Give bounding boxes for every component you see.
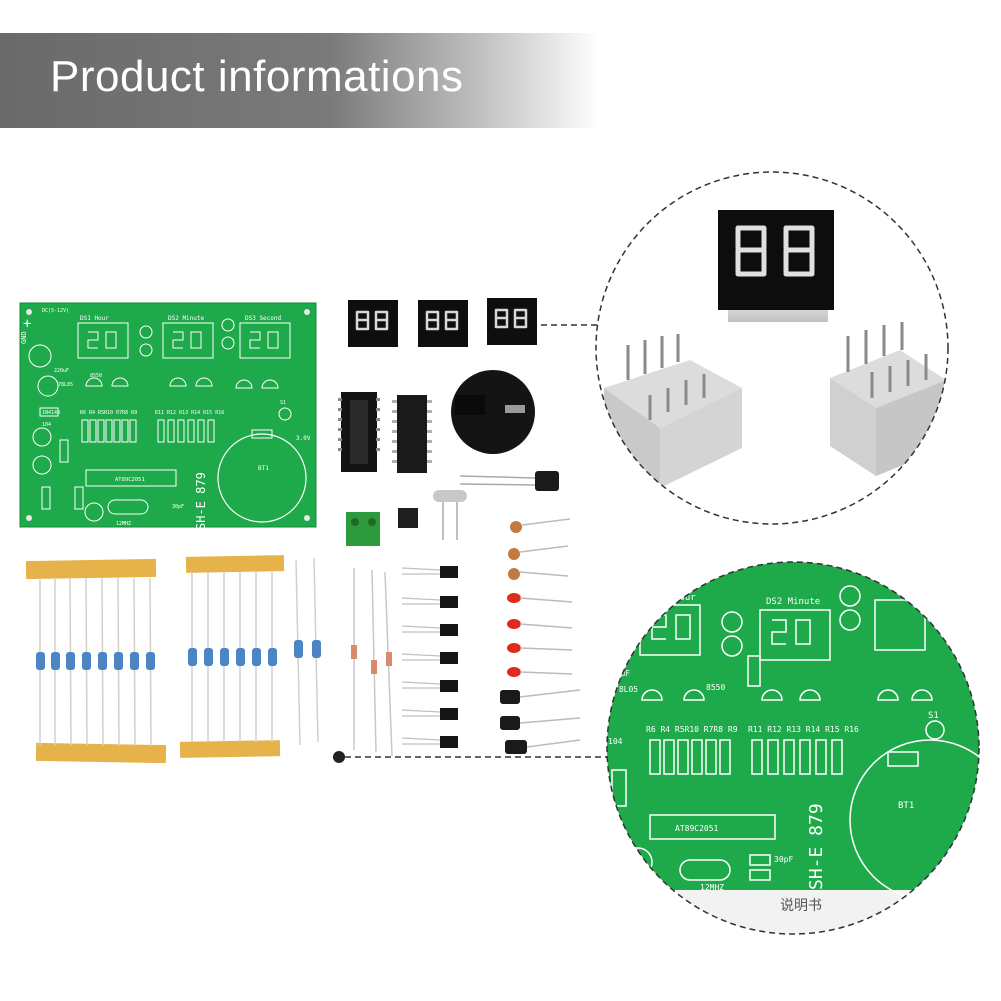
callout-dot [333, 751, 345, 763]
s1-label: S1 [280, 400, 286, 406]
resistor-strip-left [25, 558, 167, 764]
zoom-s1-label: S1 [928, 711, 939, 721]
electrolytic-capacitor [459, 471, 559, 491]
zoom-ds2-label: DS2 Minute [766, 597, 820, 607]
zoom-transistor-label: 8550 [706, 683, 725, 692]
terminal-block [346, 512, 380, 546]
zoom-model-label: SH-E 879 [806, 803, 827, 890]
battery-holder [451, 370, 535, 454]
power-label: DC(5-12V) [42, 308, 69, 314]
push-switch [398, 508, 418, 528]
crystal [433, 490, 467, 502]
red-leds [507, 593, 573, 677]
ic-chip [392, 395, 432, 473]
zoom-cap30-label: 30pF [774, 855, 793, 864]
regulator-label: 78L05 [58, 382, 73, 388]
banner-title: Product informations [50, 52, 464, 101]
ic-socket [338, 392, 380, 472]
zoom-regulator-label: 78L05 [614, 685, 638, 694]
resistor-row2: R11 R12 R13 R14 R15 R16 [155, 410, 224, 416]
transistors [401, 566, 458, 748]
crystal-label: 12MHZ [116, 521, 131, 527]
seven-segment-displays [348, 298, 537, 347]
zoom-resistor-row2: R11 R12 R13 R14 R15 R16 [748, 725, 859, 734]
zoom-chip-label: AT89C2051 [675, 824, 719, 833]
zoom-cap-label: 220uF [606, 669, 630, 678]
title-banner [0, 33, 600, 128]
small-electrolytic-capacitors [500, 689, 581, 754]
zoom-circle-displays [595, 171, 949, 525]
diodes [351, 568, 393, 757]
zoom-crystal-label: 12MHZ [700, 883, 724, 892]
voltage-label: 3.0V [296, 435, 311, 442]
pcb-board: DC(5-12V) GND + DS1 Hour DS2 Minute DS3 … [19, 302, 317, 530]
gnd-label: GND [20, 331, 28, 344]
resistor-strip-right [179, 555, 321, 758]
resistor-row1: R6 R4 R5R10 R7R8 R9 [80, 410, 137, 416]
plus-label: + [23, 316, 31, 332]
chip-label: AT89C2051 [115, 477, 145, 483]
ds2-label: DS2 Minute [168, 315, 205, 322]
ds1-label: DS1 Hour [80, 315, 109, 322]
battery-label: BT1 [258, 465, 269, 472]
ds3-label: DS3 Second [245, 315, 282, 322]
manual-text: 说明书 [780, 898, 822, 914]
zoom-cap104-label: 104 [608, 737, 623, 746]
diode-label: 1N4148 [42, 410, 60, 416]
zoom-resistor-row1: R6 R4 R5R10 R7R8 R9 [646, 725, 738, 734]
model-label: SH-E 879 [194, 472, 208, 530]
transistor-label: 8550 [90, 373, 102, 379]
ceramic-capacitors [508, 518, 571, 580]
zoom-battery-label: BT1 [898, 801, 914, 811]
cap-label: 220uF [54, 368, 69, 374]
zoom-circle-pcb: 说明书 [606, 561, 980, 935]
cap30-label: 30pF [172, 504, 184, 510]
zoom-hour-label: Hour [674, 593, 696, 603]
cap104-label: 104 [42, 422, 51, 428]
